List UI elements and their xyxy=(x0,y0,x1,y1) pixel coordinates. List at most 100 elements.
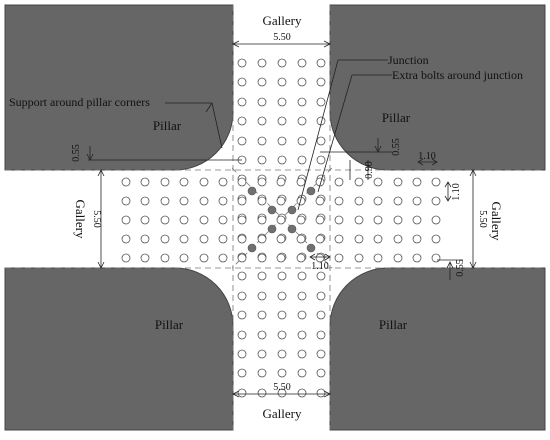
bolt xyxy=(277,271,287,281)
bolt xyxy=(412,196,422,206)
bolt xyxy=(296,177,306,187)
bolt xyxy=(140,253,150,263)
bolt xyxy=(160,215,170,225)
dim-spacing-right: 1.10 xyxy=(451,183,462,201)
extra-bolt xyxy=(267,205,277,215)
bolt xyxy=(257,177,267,187)
extra-bolt xyxy=(306,186,316,196)
bolt xyxy=(276,177,286,187)
bolt xyxy=(237,97,247,107)
bolt xyxy=(315,215,325,225)
bolt xyxy=(237,310,247,320)
bolt xyxy=(277,97,287,107)
bolt xyxy=(237,253,247,263)
bolt xyxy=(277,136,287,146)
bolt xyxy=(316,155,326,165)
label-pillar-top-right: Pillar xyxy=(382,110,411,125)
bolt xyxy=(277,330,287,340)
dim-right-offset: 0.55 xyxy=(391,138,402,156)
dim-right-width: 5.50 xyxy=(477,210,488,228)
extra-bolt xyxy=(287,224,297,234)
bolt xyxy=(431,234,441,244)
bolt xyxy=(297,349,307,359)
bolt xyxy=(257,155,267,165)
bolt xyxy=(393,215,403,225)
bolt xyxy=(277,349,287,359)
bolt xyxy=(257,388,267,398)
pillar-bottom-right xyxy=(329,267,546,431)
bolt xyxy=(316,58,326,68)
bolt xyxy=(160,253,170,263)
bolt xyxy=(257,97,267,107)
bolt xyxy=(276,253,286,263)
bolt xyxy=(373,196,383,206)
bolt xyxy=(334,215,344,225)
bolt xyxy=(237,291,247,301)
bolt xyxy=(237,136,247,146)
bolt xyxy=(237,77,247,87)
bolt xyxy=(237,58,247,68)
bolt xyxy=(237,368,247,378)
bolt xyxy=(121,253,131,263)
bolt xyxy=(276,196,286,206)
bolt xyxy=(297,368,307,378)
bolt xyxy=(277,368,287,378)
bolt xyxy=(297,330,307,340)
bolt xyxy=(393,196,403,206)
extra-bolt xyxy=(267,224,277,234)
bolt xyxy=(412,234,422,244)
bolt xyxy=(297,77,307,87)
label-gallery-top: Gallery xyxy=(263,13,302,28)
bolt xyxy=(373,253,383,263)
bolt xyxy=(237,349,247,359)
dim-left-width: 5.50 xyxy=(91,210,102,228)
bolt xyxy=(316,310,326,320)
bolt xyxy=(296,234,306,244)
label-extra-bolts: Extra bolts around junction xyxy=(392,68,523,82)
dim-bottom-width: 5.50 xyxy=(273,382,291,393)
bolt xyxy=(257,196,267,206)
bolt xyxy=(412,253,422,263)
bolt xyxy=(276,234,286,244)
label-support-corners: Support around pillar corners xyxy=(9,95,150,109)
bolt xyxy=(412,177,422,187)
label-pillar-bottom-right: Pillar xyxy=(379,317,408,332)
bolt xyxy=(237,271,247,281)
bolt xyxy=(257,310,267,320)
bolt xyxy=(354,215,364,225)
bolt xyxy=(179,253,189,263)
bolt xyxy=(373,215,383,225)
bolt xyxy=(179,177,189,187)
bolt xyxy=(316,271,326,281)
bolt xyxy=(179,215,189,225)
bolt xyxy=(412,215,422,225)
bolt xyxy=(121,177,131,187)
bolt-grid xyxy=(121,58,441,398)
label-junction: Junction xyxy=(388,53,429,67)
bolt xyxy=(160,196,170,206)
bolt xyxy=(431,253,441,263)
bolt xyxy=(277,116,287,126)
pillar-top-left xyxy=(4,4,234,171)
bolt xyxy=(199,177,209,187)
bolt xyxy=(237,388,247,398)
bolt xyxy=(373,177,383,187)
leader-lines xyxy=(165,59,392,211)
bolt xyxy=(257,330,267,340)
bolt xyxy=(199,215,209,225)
bolt xyxy=(373,234,383,244)
bolt xyxy=(140,215,150,225)
bolt xyxy=(257,291,267,301)
bolt xyxy=(277,155,287,165)
bolt xyxy=(393,253,403,263)
bolt xyxy=(160,234,170,244)
extra-bolt xyxy=(306,243,316,253)
bolt xyxy=(316,349,326,359)
bolt xyxy=(393,177,403,187)
bolt xyxy=(354,177,364,187)
bolt xyxy=(316,97,326,107)
bolt xyxy=(257,116,267,126)
bolt xyxy=(277,77,287,87)
bolt xyxy=(297,155,307,165)
